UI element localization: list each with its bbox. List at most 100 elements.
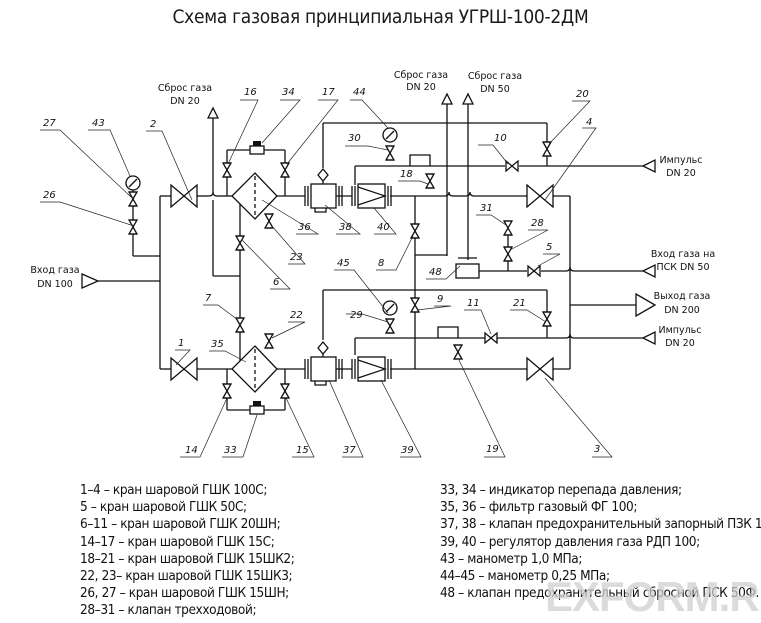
legend-item: 28–31 – клапан трехходовой;: [80, 602, 257, 619]
callout-44: 44: [353, 87, 366, 98]
legend-item: 44–45 – манометр 0,25 МПа;: [440, 568, 610, 585]
valve-1-icon: [170, 357, 198, 381]
callout-3: 3: [594, 444, 600, 455]
callout-8: 8: [378, 258, 384, 269]
callout-22: 22: [290, 310, 303, 321]
external-labels: Вход газа DN 100 Сброс газа DN 20 Сброс …: [30, 70, 715, 349]
manometer-45-icon: [382, 300, 398, 316]
impulse-top-label-2: DN 20: [666, 168, 696, 179]
callout-1: 1: [178, 338, 184, 349]
callout-26: 26: [43, 190, 56, 201]
legend-item: 1–4 – кран шаровой ГШК 100С;: [80, 482, 268, 498]
legend-item: 39, 40 – регулятор давления газа РДП 100…: [440, 533, 700, 550]
legend-item: 22, 23– кран шаровой ГШК 15ШК3;: [80, 568, 293, 585]
legend-item: 14–17 – кран шаровой ГШК 15С;: [80, 533, 275, 550]
regulator-40-icon: [351, 183, 392, 209]
vent-right-label-2: DN 50: [480, 84, 510, 95]
callout-31: 31: [480, 203, 493, 214]
callout-33: 33: [224, 445, 237, 456]
callout-7: 7: [205, 293, 212, 304]
outlet-arrow-icon: [635, 292, 657, 318]
legend-item: 37, 38 – клапан предохранительный запорн…: [440, 516, 761, 533]
callout-19: 19: [486, 444, 499, 455]
valve-3-icon: [526, 357, 554, 381]
callout-10: 10: [494, 133, 507, 144]
valve-10-icon: [505, 160, 519, 172]
vent-mid-label-1: Сброс газа: [394, 70, 448, 81]
gas-scheme: 1 2 3 4 5 6 7 8 9 10 11 14 15 16 17 18 1…: [30, 70, 715, 458]
callout-48: 48: [429, 267, 442, 278]
gas-outlet-label-1: Выход газа: [654, 291, 711, 302]
callout-36: 36: [298, 222, 311, 233]
psk-48-icon: [455, 257, 480, 279]
callout-11: 11: [467, 298, 480, 309]
legend-item: 43 – манометр 1,0 МПа;: [440, 550, 583, 567]
impulse-bottom-label-2: DN 20: [665, 338, 695, 349]
pzk-38-icon: [304, 167, 343, 213]
callout-2: 2: [150, 119, 156, 130]
callout-40: 40: [377, 222, 390, 233]
valve-2-icon: [170, 184, 198, 208]
legend-item: 48 – клапан предохранительный сбросной П…: [440, 585, 760, 602]
callout-18: 18: [400, 169, 413, 180]
watermark: EXFORM.RU: [545, 573, 761, 620]
filter-35-icon: [231, 345, 278, 393]
filter-36-icon: [231, 172, 278, 220]
callout-27: 28: [531, 218, 544, 229]
callout-45: 45: [337, 258, 350, 269]
gas-inlet-label-1: Вход газа: [30, 265, 79, 276]
legend-item: 18–21 – кран шаровой ГШК 15ШК2;: [80, 550, 295, 567]
callout-37: 37: [343, 445, 356, 456]
callout-16: 16: [244, 87, 257, 98]
vent-mid-label-2: DN 20: [406, 82, 436, 93]
vent-left-label-1: Сброс газа: [158, 83, 212, 94]
callout-38: 38: [339, 222, 352, 233]
gas-outlet-label-2: DN 200: [664, 305, 700, 316]
legend-item: 5 – кран шаровой ГШК 50С;: [80, 499, 247, 516]
callout-17: 17: [322, 87, 335, 98]
callout-30: 30: [348, 133, 361, 144]
callout-43: 43: [92, 118, 105, 129]
legend-right: 33, 34 – индикатор перепада давления; 35…: [440, 482, 761, 602]
regulator-39-icon: [351, 356, 392, 382]
manometer-43-icon: [125, 175, 141, 191]
callout-23: 23: [290, 252, 303, 263]
vent-right-label-1: Сброс газа: [468, 71, 522, 82]
callout-20: 20: [576, 89, 589, 100]
gas-inlet-label-2: DN 100: [37, 279, 73, 290]
callout-6: 6: [273, 277, 279, 288]
callout-28: 27: [43, 118, 56, 129]
pipelines: [81, 92, 657, 411]
legend-item: 35, 36 – фильтр газовый ФГ 100;: [440, 499, 638, 516]
callout-29: 29: [350, 310, 363, 321]
legend-left: 1–4 – кран шаровой ГШК 100С; 5 – кран ша…: [80, 482, 295, 620]
callout-9: 9: [437, 294, 443, 305]
psk-inlet-label-2: ПСК DN 50: [656, 262, 709, 273]
valve-4-icon: [526, 184, 554, 208]
inlet-arrow-icon: [81, 273, 100, 289]
diagram-title: Схема газовая принципиальная УГРШ-100-2Д…: [172, 6, 589, 28]
callout-21: 21: [513, 298, 526, 309]
indicator-34-icon: [249, 141, 265, 155]
legend-item: 26, 27 – кран шаровой ГШК 15ШН;: [80, 585, 289, 602]
callouts: 1 2 3 4 5 6 7 8 9 10 11 14 15 16 17 18 1…: [40, 87, 613, 458]
psk-inlet-label-1: Вход газа на: [651, 249, 715, 260]
callout-4: 4: [586, 117, 592, 128]
callout-34: 34: [282, 87, 295, 98]
legend-item: 33, 34 – индикатор перепада давления;: [440, 482, 682, 498]
pzk-37-icon: [304, 340, 343, 386]
callout-14: 14: [185, 445, 198, 456]
callout-15: 15: [296, 445, 309, 456]
impulse-bottom-label-1: Импульс: [658, 325, 701, 336]
equipment: [125, 127, 554, 415]
callout-5: 5: [546, 242, 552, 253]
impulse-top-label-1: Импульс: [659, 155, 702, 166]
valve-11-icon: [484, 332, 498, 344]
manometer-44-icon: [382, 127, 398, 143]
callout-39: 39: [401, 445, 414, 456]
vent-left-label-2: DN 20: [170, 96, 200, 107]
legend-item: 6–11 – кран шаровой ГШК 20ШН;: [80, 516, 281, 533]
indicator-33-icon: [249, 401, 265, 415]
callout-35: 35: [211, 339, 224, 350]
valve-5-icon: [527, 265, 541, 277]
